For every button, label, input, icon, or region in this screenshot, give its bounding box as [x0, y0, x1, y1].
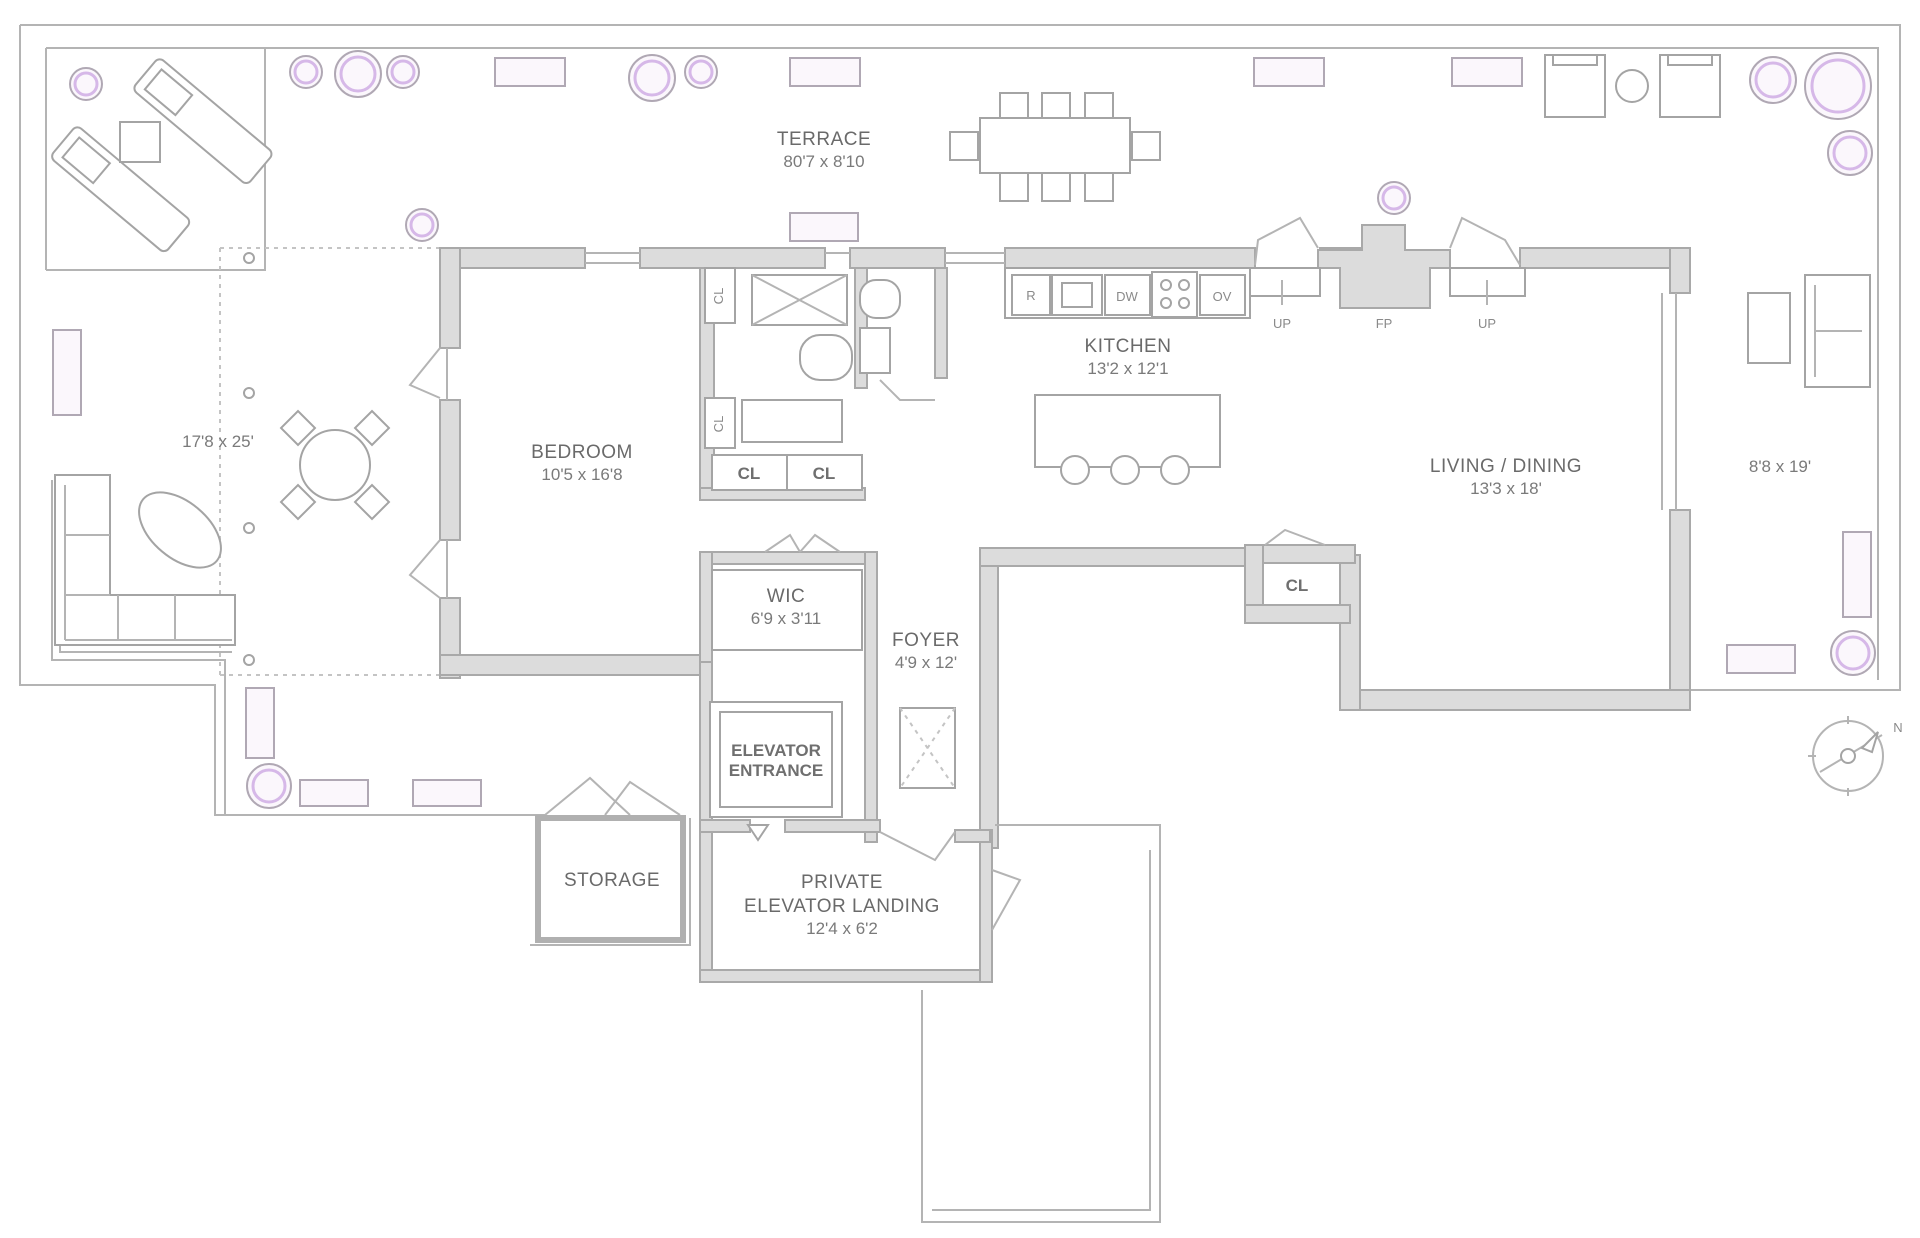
storage-and-shaft — [530, 815, 1161, 1223]
elevator-car — [709, 701, 956, 842]
wic-dim: 6'9 x 3'11 — [751, 609, 821, 628]
terrace-dim: 80'7 x 8'10 — [783, 152, 864, 171]
windows — [446, 252, 1677, 598]
closet-label-4: CL — [813, 464, 836, 483]
refrigerator-label: R — [1026, 288, 1035, 303]
elevator-line1: ELEVATOR — [731, 741, 821, 760]
terrace-furniture — [51, 54, 1871, 646]
closet-label-5: CL — [1286, 576, 1309, 595]
up-label-right: UP — [1478, 316, 1496, 331]
fireplace-label: FP — [1376, 316, 1393, 331]
compass-icon: N — [1808, 716, 1903, 796]
planters — [69, 50, 1876, 809]
landing-dim: 12'4 x 6'2 — [806, 919, 878, 938]
interior-walls — [439, 224, 1691, 983]
dishwasher-label: DW — [1116, 289, 1138, 304]
planter-benches — [52, 57, 1872, 807]
room-labels: TERRACE 80'7 x 8'10 17'8 x 25' 8'8 x 19'… — [182, 129, 1811, 938]
bath-fixtures — [704, 267, 901, 651]
east-terrace-dim: 8'8 x 19' — [1749, 457, 1811, 476]
foyer-name: FOYER — [892, 630, 960, 651]
landing-line2: ELEVATOR LANDING — [744, 896, 940, 917]
up-label-left: UP — [1273, 316, 1291, 331]
closet-label-1: CL — [711, 288, 726, 305]
kitchen-name: KITCHEN — [1085, 336, 1172, 357]
terrace-outline — [19, 24, 1901, 816]
kitchen-counter — [1004, 267, 1526, 485]
living-name: LIVING / DINING — [1430, 456, 1582, 477]
bedroom-dim: 10'5 x 16'8 — [541, 465, 622, 484]
compass-north-label: N — [1893, 720, 1902, 735]
storage-name: STORAGE — [564, 870, 660, 891]
foyer-dim: 4'9 x 12' — [895, 653, 957, 672]
closet-label-3: CL — [738, 464, 761, 483]
west-terrace-dim: 17'8 x 25' — [182, 432, 254, 451]
oven-label: OV — [1213, 289, 1232, 304]
bedroom-name: BEDROOM — [531, 442, 633, 463]
living-dim: 13'3 x 18' — [1470, 479, 1542, 498]
fixture-labels: R DW OV FP UP UP CL CL CL CL CL — [711, 288, 1496, 595]
landing-line1: PRIVATE — [801, 872, 883, 893]
kitchen-dim: 13'2 x 12'1 — [1087, 359, 1168, 378]
wic-name: WIC — [767, 586, 805, 607]
terrace-name: TERRACE — [777, 129, 871, 150]
doors — [408, 216, 1521, 931]
closet-label-2: CL — [711, 416, 726, 433]
elevator-line2: ENTRANCE — [729, 761, 823, 780]
